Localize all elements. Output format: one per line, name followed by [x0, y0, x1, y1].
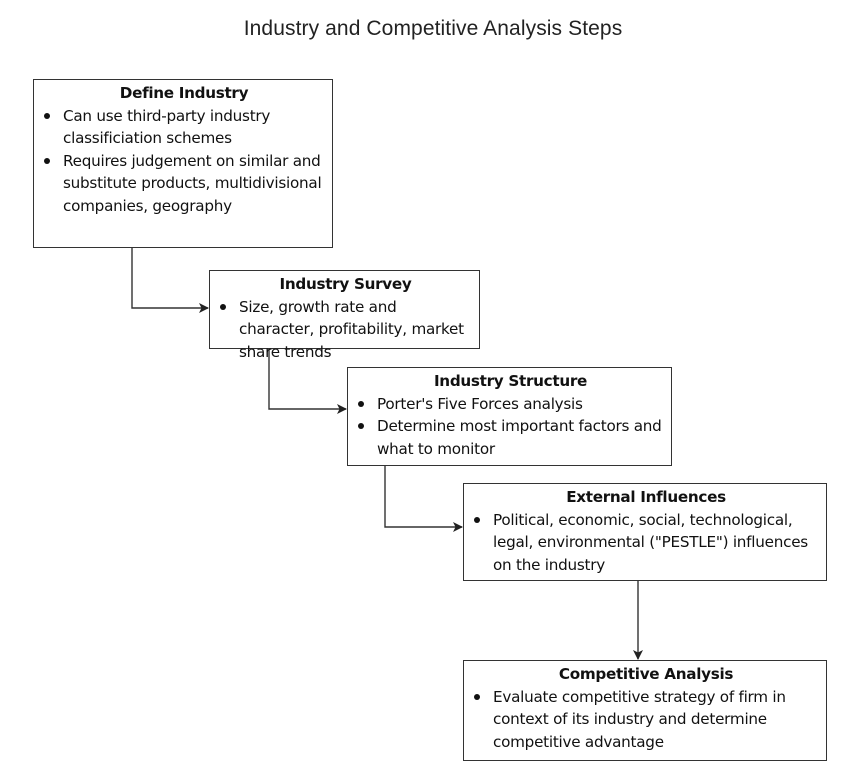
bullet-icon — [44, 112, 50, 119]
bullet-icon — [474, 693, 480, 700]
step-bullet-text: Determine most important factors and wha… — [377, 417, 662, 458]
step-heading: Define Industry — [119, 84, 249, 102]
step-bullet-list: Political, economic, social, technologic… — [472, 509, 820, 577]
step-bullet-list: Size, growth rate and character, profita… — [218, 296, 473, 364]
step-bullet-text: Requires judgement on similar and substi… — [63, 151, 322, 215]
step-bullet: Can use third-party industry classificia… — [42, 105, 326, 150]
step-bullet-text: Porter's Five Forces analysis — [377, 394, 583, 413]
step-box-industry-structure: Industry Structure Porter's Five Forces … — [347, 367, 672, 466]
step-bullet: Size, growth rate and character, profita… — [218, 296, 473, 364]
step-bullet-list: Porter's Five Forces analysis Determine … — [356, 393, 665, 461]
step-bullet: Evaluate competitive strategy of firm in… — [472, 686, 820, 754]
step-box-industry-survey: Industry Survey Size, growth rate and ch… — [209, 270, 480, 361]
bullet-icon — [44, 157, 50, 164]
step-heading: Industry Structure — [433, 372, 588, 390]
step-bullet: Porter's Five Forces analysis — [356, 393, 665, 416]
step-box-external-influences: External Influences Political, economic,… — [463, 483, 827, 581]
step-bullet-list: Evaluate competitive strategy of firm in… — [472, 686, 820, 754]
connector-define-to-survey — [131, 248, 209, 313]
step-box-competitive-analysis: Competitive Analysis Evaluate competitiv… — [463, 660, 827, 761]
bullet-icon — [474, 516, 480, 523]
step-bullet: Political, economic, social, technologic… — [472, 509, 820, 577]
step-heading: Industry Survey — [279, 275, 412, 293]
step-bullet-text: Evaluate competitive strategy of firm in… — [493, 687, 786, 751]
bullet-icon — [358, 400, 364, 407]
step-bullet-text: Can use third-party industry classificia… — [63, 106, 271, 148]
bullet-icon — [220, 303, 226, 310]
step-bullet: Determine most important factors and wha… — [356, 415, 665, 460]
connector-structure-to-external — [384, 466, 463, 532]
step-heading: External Influences — [566, 488, 726, 506]
step-heading: Competitive Analysis — [558, 665, 734, 683]
step-box-define-industry: Define Industry Can use third-party indu… — [33, 79, 333, 248]
bullet-icon — [358, 423, 364, 430]
step-bullet: Requires judgement on similar and substi… — [42, 150, 326, 218]
diagram-title: Industry and Competitive Analysis Steps — [243, 17, 623, 40]
step-bullet-text: Size, growth rate and character, profita… — [239, 297, 464, 361]
step-bullet-list: Can use third-party industry classificia… — [42, 105, 326, 218]
step-bullet-text: Political, economic, social, technologic… — [493, 510, 808, 574]
